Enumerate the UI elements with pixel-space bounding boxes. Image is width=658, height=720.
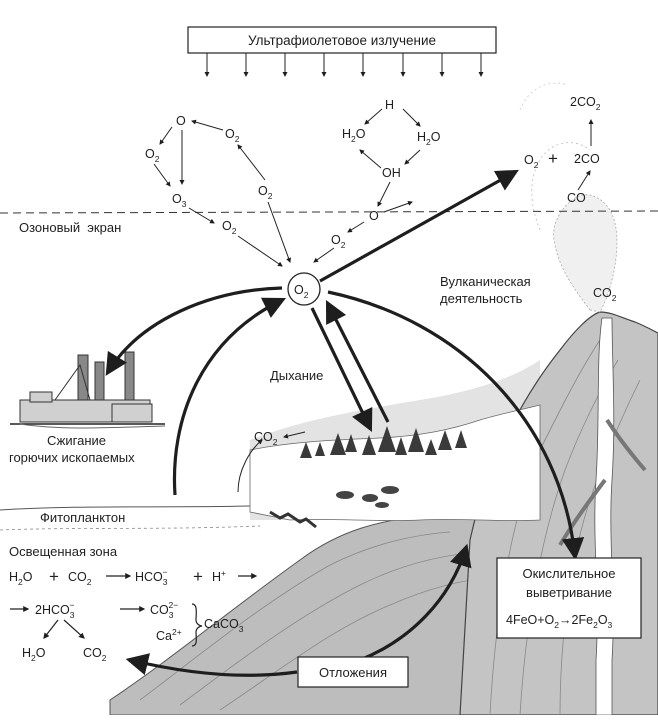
ozone-layer-line <box>0 210 658 214</box>
phytoplankton-label: Фитопланктон <box>40 510 125 525</box>
factory <box>10 351 166 429</box>
sea-surface <box>0 505 251 511</box>
o2-center-circle <box>287 272 321 306</box>
arrow-o2-to-respiration <box>310 307 373 433</box>
arrow-land-co2 <box>237 439 263 493</box>
ozone-cycle-arrows <box>153 119 291 267</box>
ocean-co3: CO32− <box>150 600 178 620</box>
ocean-2hco3: 2HCO3− <box>35 600 75 620</box>
uv-banner-label: Ультрафиолетовое излучение <box>248 33 436 48</box>
ocean-co2-b: CO2 <box>83 646 107 663</box>
ocean-arrows <box>10 573 258 647</box>
gas-o2: O2 <box>524 153 539 170</box>
ocean-h2o-b: H2O <box>22 646 46 663</box>
ocean-plus-2: + <box>193 567 203 586</box>
ocean-h2o: H2O <box>9 570 33 587</box>
gas-2co: 2CO <box>574 152 600 166</box>
arrow-phytoplankton-to-o2 <box>172 297 287 496</box>
lit-zone-label: Освещенная зона <box>9 544 118 559</box>
gas-co2-vent: CO2 <box>593 286 617 303</box>
gas-2co2: 2CO2 <box>570 95 601 112</box>
ocean-co2: CO2 <box>68 570 92 587</box>
arrow-o2-to-weathering <box>327 290 585 561</box>
ocean-caco3: CaCO3 <box>204 617 244 634</box>
water-h: H <box>385 98 394 112</box>
arrow-sediments-to-ocean <box>125 653 298 677</box>
water-o: O <box>369 209 379 223</box>
svg-text:Окислительное: Окислительное <box>522 566 615 581</box>
arrow-o2-to-combustion <box>105 286 283 376</box>
arrow-o2-to-volcanic-gas <box>319 169 519 283</box>
animals <box>336 486 399 508</box>
land-plain <box>249 404 541 521</box>
svg-text:выветривание: выветривание <box>526 585 612 600</box>
forest <box>300 426 467 458</box>
ozone-o2-low: O2 <box>222 219 237 236</box>
ocean-plus-1: + <box>49 567 59 586</box>
ozone-o2-mid: O2 <box>258 184 273 201</box>
ozone-o3: O3 <box>172 192 187 209</box>
ocean-ca: Ca2+ <box>156 627 182 643</box>
o2-center-label: O2 <box>294 283 309 300</box>
water-o2: O2 <box>331 233 346 250</box>
ozone-o: O <box>176 114 186 128</box>
weathering-box: Окислительное выветривание 4FeO+O2→2Fe2O… <box>496 557 642 639</box>
water-cycle-arrows <box>313 108 421 263</box>
water-h2o-left: H2O <box>342 127 366 144</box>
svg-text:Отложения: Отложения <box>319 665 387 680</box>
uv-rays <box>204 53 484 77</box>
ozone-layer-label: Озоновый экран <box>19 220 121 235</box>
sea-surface-2 <box>0 525 261 531</box>
caco3-brace <box>191 603 203 647</box>
arrow-forest-co2 <box>283 431 306 439</box>
major-arrows <box>105 169 585 677</box>
water-h2o-right: H2O <box>417 130 441 147</box>
sediments-box: Отложения <box>297 656 409 688</box>
co2-land-label: CO2 <box>254 430 278 447</box>
water-oh: OH <box>382 166 401 180</box>
ocean-hco3: HCO3− <box>135 567 168 587</box>
ocean-h-plus: H+ <box>212 568 226 584</box>
gas-plus: + <box>548 149 558 168</box>
gas-co: CO <box>567 191 586 205</box>
volcanic-plume <box>553 194 618 313</box>
uv-banner <box>187 26 497 54</box>
ozone-o2-left: O2 <box>145 147 160 164</box>
arrow-respiration-to-o2 <box>325 300 390 423</box>
gas-arrows <box>577 119 594 191</box>
feo-equation: 4FeO+O2→2Fe2O3 <box>506 613 613 630</box>
arrow-sediments-to-land <box>359 543 472 662</box>
respiration-label: Дыхание <box>270 368 323 383</box>
ozone-o2-top: O2 <box>225 127 240 144</box>
